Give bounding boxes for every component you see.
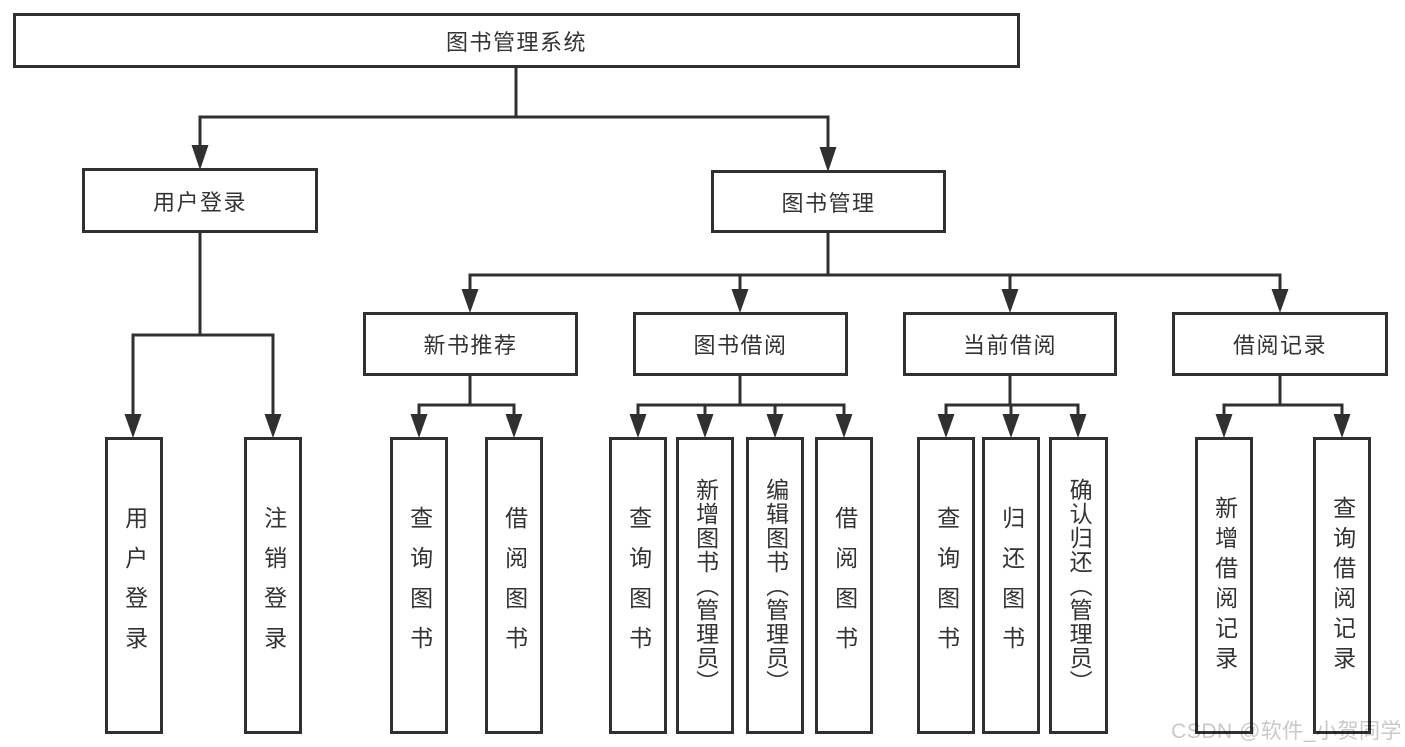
node-new-book-recommend: 新书推荐: [363, 312, 578, 376]
leaf-borrow-books-1: 借阅图书: [485, 437, 543, 734]
arrowhead: [461, 289, 479, 313]
leaf-return-books-label: 归还图书: [998, 505, 1025, 666]
arrowhead: [696, 414, 714, 438]
leaf-edit-book-admin-label: 编辑图书（管理员）: [762, 477, 789, 694]
node-book-management: 图书管理: [711, 170, 946, 233]
node-root-label: 图书管理系统: [445, 29, 587, 55]
arrowhead: [731, 289, 749, 313]
arrowhead: [835, 414, 853, 438]
leaf-query-borrow-record-label: 查询借阅记录: [1329, 495, 1356, 676]
node-book-borrow-label: 图书借阅: [693, 333, 788, 358]
node-user-login-label: 用户登录: [152, 189, 247, 215]
leaf-logout: 注销登录: [244, 437, 302, 734]
arrowhead: [1069, 414, 1087, 438]
leaf-add-borrow-record: 新增借阅记录: [1195, 437, 1253, 734]
edge-userlogin-to-leaves: [131, 233, 275, 416]
arrowhead: [1002, 414, 1020, 438]
leaf-user-login-label: 用户登录: [121, 505, 148, 666]
leaf-return-books: 归还图书: [982, 437, 1040, 734]
arrowhead: [1271, 289, 1289, 313]
leaf-query-borrow-record: 查询借阅记录: [1313, 437, 1371, 734]
leaf-query-books-1-label: 查询图书: [406, 505, 433, 666]
leaf-edit-book-admin: 编辑图书（管理员）: [746, 437, 804, 734]
node-current-borrow: 当前借阅: [903, 312, 1117, 376]
edge-bookmgmt-to-level3: [468, 233, 1282, 291]
csdn-watermark: CSDN @软件_小贺同学: [1171, 720, 1402, 743]
leaf-borrow-books-2-label: 借阅图书: [831, 505, 858, 666]
leaf-logout-label: 注销登录: [260, 505, 287, 666]
leaf-query-books-3-label: 查询图书: [933, 505, 960, 666]
node-borrow-records-label: 借阅记录: [1232, 333, 1327, 358]
arrowhead: [1001, 289, 1019, 313]
edge-bookborrow-to-leaves: [636, 376, 846, 416]
edge-root-to-level2: [198, 68, 830, 148]
node-new-book-recommend-label: 新书推荐: [423, 333, 518, 358]
node-current-borrow-label: 当前借阅: [962, 333, 1057, 358]
arrowhead: [505, 414, 523, 438]
arrowhead: [410, 414, 428, 438]
arrowhead: [1215, 414, 1233, 438]
leaf-borrow-books-2: 借阅图书: [815, 437, 873, 734]
leaf-confirm-return-admin: 确认归还（管理员）: [1049, 437, 1108, 734]
leaf-user-login: 用户登录: [105, 437, 163, 734]
arrowhead: [124, 414, 142, 438]
leaf-add-book-admin: 新增图书（管理员）: [676, 437, 734, 734]
leaf-confirm-return-admin-label: 确认归还（管理员）: [1066, 477, 1093, 694]
leaf-query-books-3: 查询图书: [917, 437, 975, 734]
arrowhead: [819, 147, 837, 172]
edge-newbook-to-leaves: [417, 376, 516, 416]
arrowhead: [937, 414, 955, 438]
edge-currentborrow-to-leaves: [944, 376, 1080, 416]
node-book-borrow: 图书借阅: [633, 312, 848, 376]
leaf-borrow-books-1-label: 借阅图书: [501, 505, 528, 666]
arrowhead: [629, 414, 647, 438]
arrowhead: [191, 145, 209, 170]
node-borrow-records: 借阅记录: [1172, 312, 1388, 376]
arrowhead: [264, 414, 282, 438]
node-root: 图书管理系统: [13, 13, 1020, 68]
leaf-query-books-2: 查询图书: [609, 437, 667, 734]
leaf-add-borrow-record-label: 新增借阅记录: [1211, 495, 1238, 676]
node-user-login: 用户登录: [82, 168, 318, 233]
node-book-management-label: 图书管理: [781, 190, 876, 216]
arrowhead: [1333, 414, 1351, 438]
leaf-add-book-admin-label: 新增图书（管理员）: [692, 477, 719, 694]
leaf-query-books-1: 查询图书: [390, 437, 448, 734]
arrowhead: [766, 414, 784, 438]
edge-records-to-leaves: [1222, 376, 1344, 416]
leaf-query-books-2-label: 查询图书: [625, 505, 652, 666]
